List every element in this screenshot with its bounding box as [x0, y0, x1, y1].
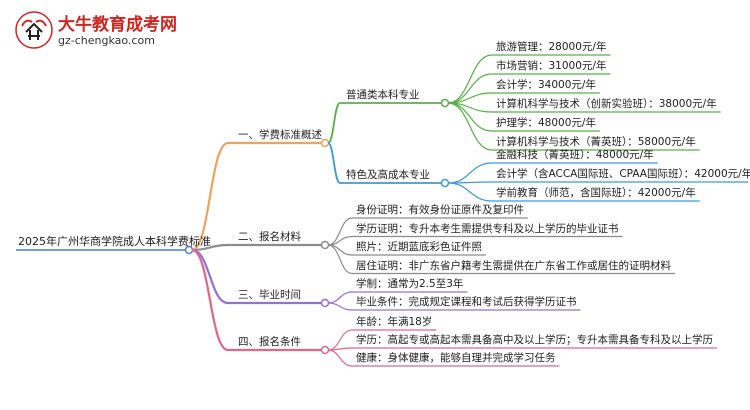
branch-label-3: 三、毕业时间	[238, 289, 301, 301]
leaf-2-1: 金融科技（菁英班）：48000元/年	[496, 149, 654, 161]
branch-connector-4	[191, 248, 229, 352]
branch-node-dot-1[interactable]	[320, 138, 330, 148]
leaf-b2-4: 居住证明：非广东省户籍考生需提供在广东省工作或居住的证明材料	[356, 259, 671, 272]
leaf-connector	[327, 244, 353, 275]
leaf-1-3: 会计学：34000元/年	[496, 79, 596, 91]
leaf-1-2: 市场营销：31000元/年	[496, 60, 607, 72]
leaf-connector	[327, 291, 353, 304]
leaf-1-1: 旅游管理：28000元/年	[496, 41, 607, 53]
leaf-connector	[447, 162, 493, 184]
leaf-connector	[327, 302, 353, 311]
leaf-connector	[327, 349, 353, 367]
sub-label-1: 普通类本科专业	[346, 89, 420, 101]
leaf-b4-2: 学历：高起专或高起本需具备高中及以上学历；专升本需具备专科及以上学历	[356, 334, 713, 346]
leaf-b2-2: 学历证明：专升本考生需提供专科及以上学历的毕业证书	[356, 222, 619, 235]
leaf-1-5: 护理学：48000元/年	[496, 117, 596, 129]
branch-label-4: 四、报名条件	[238, 336, 301, 348]
logo-title: 大牛教育成考网	[58, 15, 177, 35]
branch-label-1: 一、学费标准概述	[238, 129, 322, 141]
sub-connector-1	[327, 102, 341, 144]
leaf-b2-3: 照片：近期蓝底彩色证件照	[356, 241, 482, 253]
leaf-2-2: 会计学（含ACCA国际班、CPAA国际班）：42000元/年	[496, 168, 750, 180]
branch-node-dot-3[interactable]	[320, 298, 330, 308]
leaf-connector	[447, 102, 493, 151]
leaf-1-4: 计算机科学与技术（创新实验班）：38000元/年	[496, 98, 717, 110]
sub-label-2: 特色及高成本专业	[346, 169, 430, 181]
leaf-2-3: 学前教育（师范，含国际班）：42000元/年	[496, 187, 696, 199]
root-topic: 2025年广州华商学院成人本科学费标准	[18, 235, 211, 248]
branch-label-2: 二、报名材料	[238, 231, 301, 243]
branch-connector-1	[191, 141, 229, 252]
leaf-b3-1: 学制：通常为2.5至3年	[356, 278, 464, 290]
leaf-b3-2: 毕业条件：完成规定课程和考试后获得学历证书	[356, 296, 577, 308]
site-logo[interactable]: 大牛教育成考网 gz-chengkao.com	[14, 8, 224, 52]
logo-url: gz-chengkao.com	[58, 34, 155, 47]
sub-connector-2	[327, 142, 341, 184]
leaf-connector	[447, 182, 493, 202]
leaf-b2-1: 身份证明：有效身份证原件及复印件	[356, 204, 524, 216]
sub-node-dot-2[interactable]	[440, 178, 450, 188]
leaf-b4-3: 健康：身体健康，能够自理并完成学习任务	[356, 352, 556, 364]
leaf-connector	[327, 329, 353, 351]
branch-node-dot-4[interactable]	[320, 345, 330, 355]
branch-node-dot-2[interactable]	[320, 240, 330, 250]
leaf-1-6: 计算机科学与技术（菁英班）：58000元/年	[496, 136, 696, 148]
sub-node-dot-1[interactable]	[440, 98, 450, 108]
leaf-connector	[447, 54, 493, 104]
bull-logo-icon	[15, 11, 53, 49]
leaf-b4-1: 年龄：年满18岁	[356, 316, 433, 328]
